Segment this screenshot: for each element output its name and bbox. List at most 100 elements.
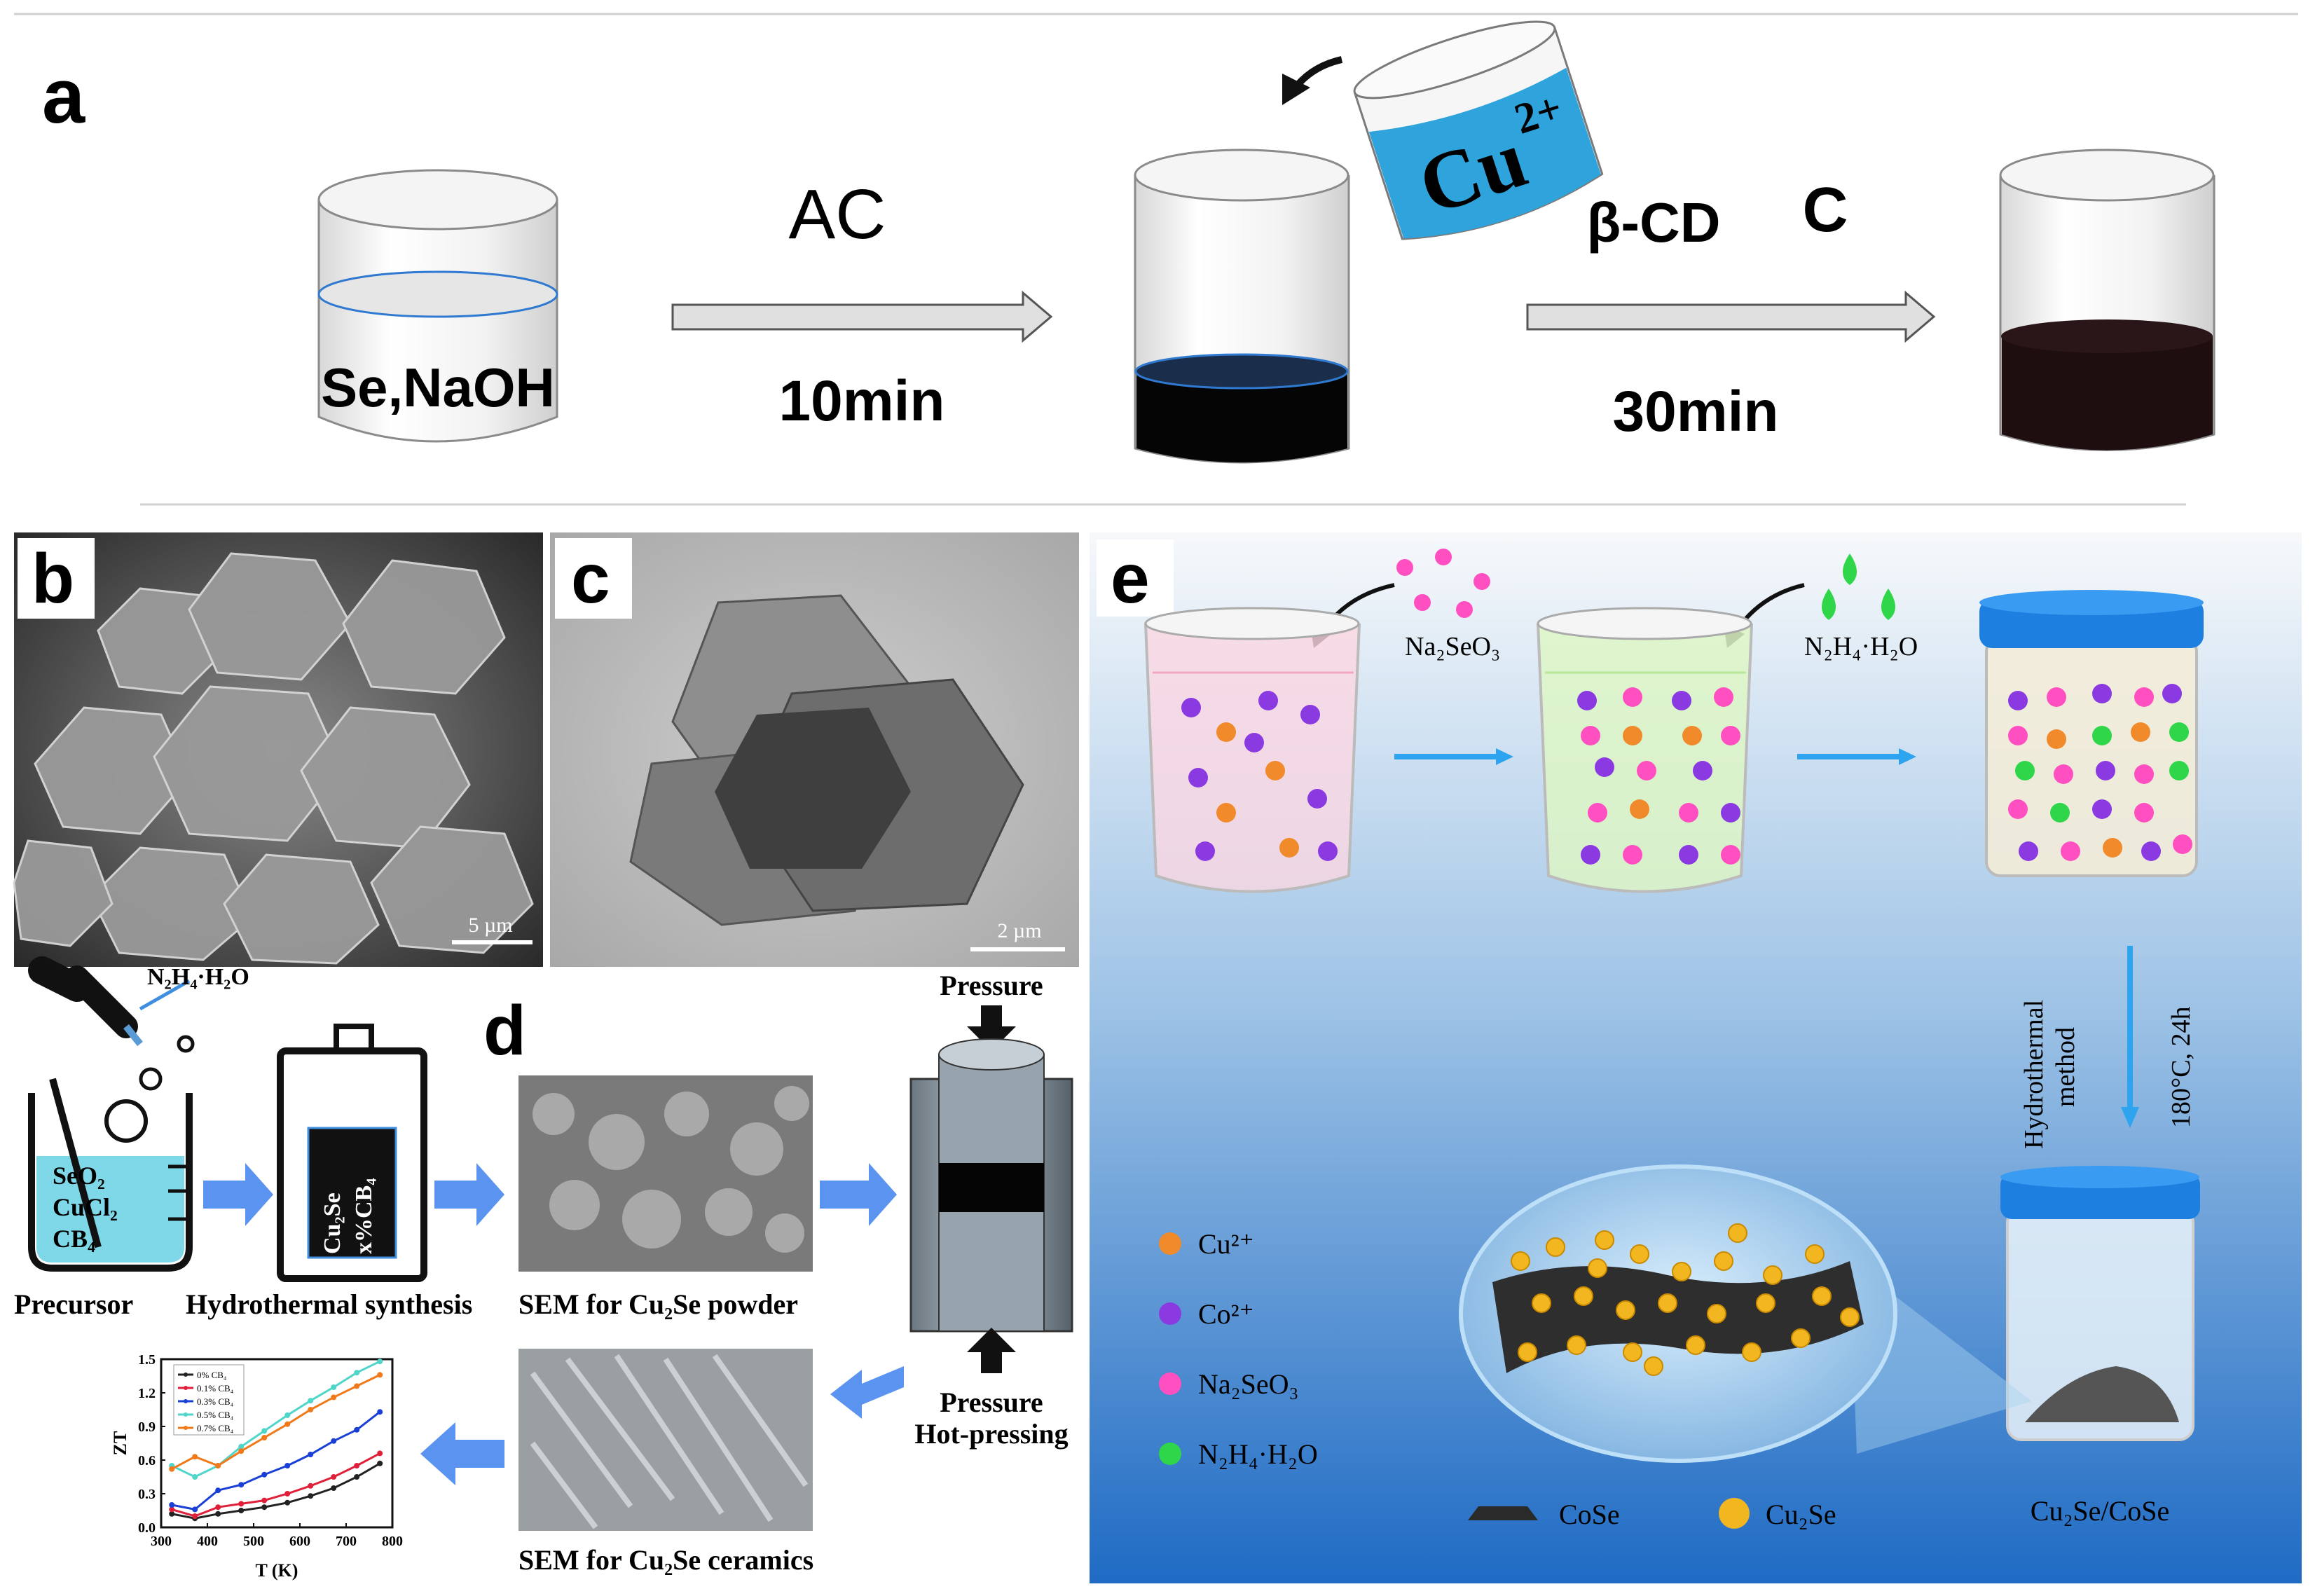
cu-ion-cup: Cu 2+ bbox=[1353, 20, 1604, 240]
hydrothermal-label: Hydrothermal synthesis bbox=[186, 1288, 472, 1320]
particle bbox=[2019, 841, 2038, 861]
particle bbox=[1581, 845, 1600, 865]
particle bbox=[1279, 838, 1299, 858]
particle bbox=[1188, 768, 1208, 787]
scale-c-label: 2 µm bbox=[997, 919, 1041, 942]
arrow-step1: AC 10min bbox=[671, 175, 1053, 433]
beaker-line-3: CB₄ bbox=[53, 1225, 95, 1253]
cu2se-particle bbox=[1707, 1304, 1726, 1323]
particle bbox=[2134, 764, 2154, 784]
particle bbox=[2047, 729, 2066, 749]
particle bbox=[1721, 726, 1740, 745]
precursor-label: Precursor bbox=[14, 1288, 133, 1320]
legend-entry: 0.7% CB₄ bbox=[197, 1423, 234, 1433]
panel-c-tem-image: c 2 µm bbox=[550, 532, 1079, 967]
panel-e-label-bg bbox=[1097, 539, 1174, 617]
data-point bbox=[192, 1506, 198, 1513]
particle bbox=[2103, 838, 2122, 858]
data-point bbox=[169, 1502, 175, 1508]
particle bbox=[1714, 687, 1733, 707]
data-point bbox=[308, 1407, 314, 1412]
data-point bbox=[308, 1452, 314, 1457]
product-label: Cu₂Se/CoSe bbox=[2031, 1495, 2169, 1527]
arrow-step2: β-CD C 30min bbox=[1526, 175, 1936, 443]
panel-b-label-bg bbox=[18, 538, 95, 619]
cu2se-particle bbox=[1532, 1293, 1551, 1313]
particle bbox=[2162, 684, 2182, 703]
particle bbox=[2015, 761, 2035, 780]
particle bbox=[2141, 841, 2161, 861]
particle bbox=[1588, 803, 1607, 823]
legend-swatch bbox=[1159, 1373, 1181, 1395]
cu2se-particle bbox=[1714, 1251, 1733, 1271]
hydrothermal-method-line1: Hydrothermal bbox=[2019, 1000, 2049, 1149]
particle bbox=[1216, 803, 1236, 823]
step2-bottom-label: 30min bbox=[1613, 380, 1779, 443]
reagent-n2h4: N₂H₄·H₂O bbox=[147, 964, 249, 990]
cu2se-particle bbox=[1644, 1356, 1663, 1376]
data-point bbox=[284, 1412, 291, 1418]
beaker-line-1: SeO₂ bbox=[53, 1162, 105, 1190]
dropper-icon bbox=[28, 956, 191, 1047]
autoclave-line-2: x%CB₄ bbox=[351, 1178, 377, 1254]
particle bbox=[1693, 761, 1712, 780]
reagent2-label: N₂H₄·H₂O bbox=[1804, 632, 1918, 661]
data-point bbox=[261, 1497, 268, 1504]
particle bbox=[2047, 687, 2066, 707]
sem-ceramics-label: SEM for Cu₂Se ceramics bbox=[518, 1544, 813, 1576]
particle bbox=[1300, 705, 1320, 724]
hot-pressing-label: Hot-pressing bbox=[914, 1418, 1068, 1450]
series-line-1 bbox=[171, 1452, 380, 1518]
jar-e3 bbox=[1979, 590, 2204, 877]
particle bbox=[2061, 841, 2080, 861]
data-point bbox=[169, 1511, 175, 1517]
hydrazine-drops bbox=[1822, 553, 1895, 620]
beaker-e1 bbox=[1144, 607, 1361, 893]
data-point bbox=[354, 1370, 360, 1376]
data-point bbox=[377, 1358, 383, 1365]
cu2se-particle bbox=[1511, 1251, 1530, 1271]
panel-e: e Na₂SeO₃ N₂H₄·H₂O bbox=[1090, 532, 2302, 1583]
cu2se-particle bbox=[1567, 1335, 1586, 1355]
data-point bbox=[331, 1394, 337, 1401]
hot-press-die: Pressure Pressure Hot-pressing bbox=[909, 970, 1073, 1450]
particle bbox=[1630, 799, 1649, 819]
particle bbox=[1623, 687, 1642, 707]
legend-swatch bbox=[1159, 1302, 1181, 1325]
data-point bbox=[377, 1409, 383, 1415]
cu2se-particle bbox=[1756, 1293, 1775, 1313]
particle bbox=[1244, 733, 1264, 752]
data-point bbox=[215, 1487, 221, 1494]
beaker-line-2: CuCl₂ bbox=[53, 1193, 118, 1221]
legend-swatch bbox=[1159, 1232, 1181, 1255]
step1-top-label: AC bbox=[789, 175, 886, 254]
data-point bbox=[192, 1474, 198, 1480]
particle bbox=[1637, 761, 1656, 780]
y-tick-label: 0.6 bbox=[138, 1453, 156, 1468]
series-line-4 bbox=[171, 1374, 380, 1471]
data-point bbox=[238, 1443, 245, 1450]
legend-cu2se-swatch bbox=[1719, 1498, 1750, 1529]
data-point bbox=[284, 1491, 291, 1497]
arrow-d4 bbox=[830, 1366, 904, 1419]
step1-bottom-label: 10min bbox=[779, 369, 945, 433]
cu2se-particle bbox=[1805, 1244, 1825, 1264]
sem-powder-label: SEM for Cu₂Se powder bbox=[518, 1288, 798, 1320]
legend-label: Na₂SeO₃ bbox=[1198, 1368, 1298, 1400]
sem-powder-image bbox=[518, 1075, 813, 1272]
particle bbox=[2134, 803, 2154, 823]
particle bbox=[1721, 803, 1740, 823]
pressure-bottom-label: Pressure bbox=[940, 1387, 1043, 1418]
particle bbox=[2169, 722, 2189, 742]
x-tick-label: 400 bbox=[197, 1534, 218, 1549]
data-point bbox=[261, 1504, 268, 1511]
beaker-intermediate bbox=[1134, 149, 1350, 464]
particle bbox=[2092, 726, 2112, 745]
beaker-se-naoh: Se,NaOH bbox=[317, 169, 558, 443]
cu2se-particle bbox=[1574, 1286, 1593, 1306]
data-point bbox=[261, 1435, 268, 1440]
data-point bbox=[331, 1384, 337, 1390]
data-point bbox=[284, 1499, 291, 1506]
data-point bbox=[169, 1506, 175, 1513]
hydrothermal-method-line2: method bbox=[2051, 1027, 2080, 1107]
